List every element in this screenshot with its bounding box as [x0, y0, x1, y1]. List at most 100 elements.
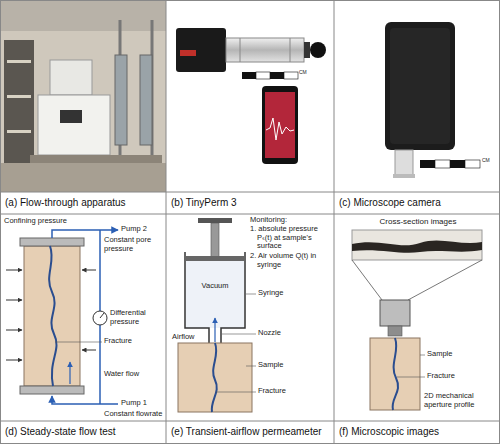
fracture-line	[393, 338, 399, 410]
caption-text: (b) TinyPerm 3	[171, 197, 329, 209]
wall	[1, 1, 166, 192]
rock-sample	[178, 343, 252, 412]
flow-test-schematic	[6, 230, 118, 404]
water-line	[52, 396, 118, 404]
caption-text: (a) Flow-through apparatus	[5, 197, 161, 209]
caption-text: (d) Steady-state flow test	[5, 426, 161, 438]
confining-arrow	[6, 330, 22, 331]
pump-cylinder	[115, 55, 127, 145]
grid-line	[0, 214, 500, 215]
grid-line	[0, 421, 500, 422]
airflow-arrow	[214, 318, 215, 342]
gauge-needle	[100, 313, 104, 318]
annotation-label: Pump 2	[121, 225, 166, 234]
view-line	[408, 260, 482, 300]
confining-arrow	[6, 360, 22, 361]
caption-cell: (c) Microscope camera	[334, 192, 500, 214]
apparatus-display	[60, 110, 82, 123]
annotation-label: Sample	[258, 361, 328, 370]
plunger-rod	[211, 223, 219, 257]
pressure-curve	[266, 118, 294, 140]
leader-line	[222, 334, 256, 335]
phone-screen	[265, 92, 295, 158]
annotation-label: 2D mechanical aperture profile	[424, 392, 498, 409]
confining-arrow	[82, 350, 96, 351]
scale-bar-segment	[256, 72, 270, 79]
scale-bar-segment	[284, 72, 298, 79]
floor	[1, 163, 166, 192]
annotation-label: Fracture	[258, 387, 328, 396]
shelf-board	[7, 130, 31, 133]
cylinder-ring	[290, 38, 291, 62]
plunger-cap	[198, 218, 232, 223]
scale-bar-segment	[270, 72, 284, 79]
tinyperm-photo	[176, 28, 326, 164]
annotation-label: CM	[482, 158, 500, 164]
apparatus-body	[38, 95, 110, 155]
plunger-knob	[310, 42, 326, 58]
scale-bar-segment	[435, 160, 450, 168]
caption-text: (c) Microscope camera	[339, 197, 495, 209]
leader-line	[397, 377, 425, 378]
pressure-gauge	[93, 311, 107, 325]
grid-line	[0, 192, 500, 193]
cylinder-ring	[240, 38, 241, 62]
caption-text: (e) Transient-airflow permeameter	[171, 426, 329, 438]
vacuum-chamber	[186, 261, 244, 328]
annotation-label: Pump 1	[121, 399, 166, 408]
pump-cylinder	[140, 55, 152, 145]
scale-bar-segment	[242, 72, 256, 79]
syringe-cylinder	[226, 38, 304, 62]
annotation-label: 2. Air volume Q(t) in syringe	[250, 252, 334, 269]
lens-rim	[393, 174, 415, 178]
annotation-label: Confining pressure	[4, 217, 124, 226]
caption-cell: (a) Flow-through apparatus	[0, 192, 166, 214]
confining-arrow	[6, 300, 22, 301]
microscopy-schematic	[352, 230, 482, 410]
annotation-label: Differential pressure	[110, 309, 166, 326]
annotation-label: 1. absolute pressure Pₛ(t) at sample's s…	[250, 225, 334, 251]
microscope-lens	[388, 326, 402, 336]
device-logo	[180, 50, 196, 56]
annotation-label: Monitoring:	[250, 216, 334, 225]
leader-line	[246, 294, 256, 295]
annotation-label: Water flow	[104, 370, 164, 379]
annotation-label: Constant flowrate	[104, 410, 166, 419]
annotation-label: CM	[299, 70, 319, 76]
syringe-body	[185, 252, 245, 343]
view-line	[352, 260, 382, 300]
ceiling	[1, 1, 166, 31]
confining-arrow	[6, 270, 22, 271]
plunger-stem	[304, 42, 310, 58]
shelf-board	[7, 95, 31, 98]
annotation-label: Cross-section images	[340, 217, 496, 226]
annotation-label: Nozzle	[258, 329, 328, 338]
scale-bar-segment	[420, 160, 435, 168]
caption-cell: (e) Transient-airflow permeameter	[166, 421, 334, 444]
rock-sample	[370, 338, 420, 410]
device-box	[176, 28, 226, 72]
scale-bar-segment	[465, 160, 480, 168]
lab-bench	[30, 155, 162, 163]
cross-section-image	[352, 230, 482, 260]
fracture-aperture	[352, 240, 482, 252]
grid-line	[166, 0, 167, 444]
caption-text: (f) Microscopic images	[339, 426, 495, 438]
leader-line	[216, 392, 256, 393]
grid-line	[334, 0, 335, 444]
leader-line	[420, 355, 425, 356]
permeameter-schematic	[178, 218, 256, 412]
annotation-label: Vacuum	[190, 282, 240, 291]
flow-arrow	[69, 362, 70, 384]
end-cap	[20, 386, 84, 394]
shelf	[4, 40, 34, 165]
microscope-body	[380, 300, 410, 326]
annotation-label: Constant pore pressure	[104, 236, 166, 253]
apparatus-top	[50, 60, 92, 95]
leader-line	[55, 342, 102, 343]
shelf-board	[7, 60, 31, 63]
caption-cell: (b) TinyPerm 3	[166, 192, 334, 214]
microscope-photo	[385, 22, 480, 178]
